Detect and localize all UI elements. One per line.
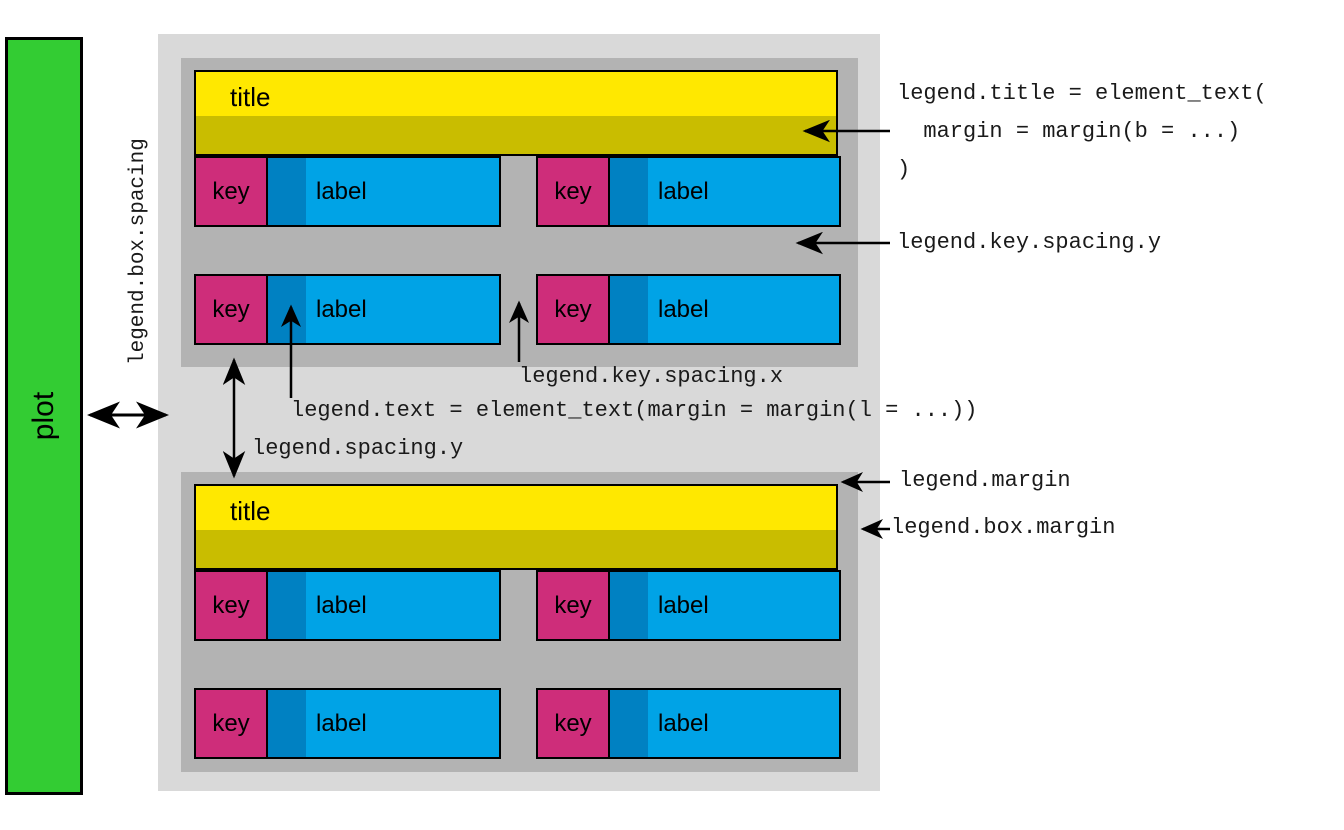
legend-label-margin bbox=[610, 276, 648, 343]
legend-key-swatch: key bbox=[538, 690, 610, 757]
legend-label-text: label bbox=[658, 177, 709, 205]
annotation-legend-key-spacing-y: legend.key.spacing.y bbox=[897, 230, 1162, 255]
annotation-legend-key-spacing-x: legend.key.spacing.x bbox=[519, 364, 784, 389]
legend-label-area: label bbox=[610, 276, 839, 343]
annotation-legend-title-line3: ) bbox=[897, 157, 911, 182]
legend-key-entry: key label bbox=[194, 274, 501, 345]
legend-title-text-2: title bbox=[230, 496, 271, 526]
legend-key-swatch: key bbox=[196, 158, 268, 225]
legend-title-text-1: title bbox=[230, 82, 271, 112]
legend-label-area: label bbox=[610, 690, 839, 757]
legend-label-area: label bbox=[268, 158, 499, 225]
annotation-legend-margin: legend.margin bbox=[899, 468, 1071, 493]
legend-key-swatch: key bbox=[196, 690, 268, 757]
legend-label-text: label bbox=[316, 709, 367, 737]
legend-box-1: title key label key bbox=[181, 58, 858, 367]
legend-label-area: label bbox=[268, 276, 499, 343]
legend-box-2: title key label key bbox=[181, 472, 858, 772]
legend-key-swatch: key bbox=[538, 276, 610, 343]
legend-key-row-2-1: key label key label bbox=[194, 570, 841, 641]
legend-label-margin bbox=[268, 158, 306, 225]
legend-label-margin bbox=[268, 690, 306, 757]
legend-key-entry: key label bbox=[536, 688, 841, 759]
annotation-legend-title-line2: margin = margin(b = ...) bbox=[897, 119, 1241, 144]
legend-key-entry: key label bbox=[194, 688, 501, 759]
legend-title-1: title bbox=[194, 70, 838, 156]
legend-key-text: key bbox=[554, 709, 592, 737]
legend-label-margin bbox=[610, 572, 648, 639]
annotation-legend-box-spacing: legend.box.spacing bbox=[127, 138, 150, 365]
legend-label-text: label bbox=[658, 295, 709, 323]
legend-title-2: title bbox=[194, 484, 838, 570]
legend-key-swatch: key bbox=[196, 276, 268, 343]
legend-key-text: key bbox=[554, 295, 592, 323]
legend-key-swatch: key bbox=[196, 572, 268, 639]
legend-key-row-2-2: key label key label bbox=[194, 688, 841, 759]
legend-key-row-1-2: key label key label bbox=[194, 274, 841, 345]
annotation-legend-text: legend.text = element_text(margin = marg… bbox=[291, 398, 978, 423]
legend-key-text: key bbox=[212, 295, 250, 323]
legend-label-margin bbox=[610, 690, 648, 757]
legend-label-text: label bbox=[316, 177, 367, 205]
legend-key-entry: key label bbox=[536, 156, 841, 227]
legend-label-area: label bbox=[610, 572, 839, 639]
legend-label-text: label bbox=[658, 709, 709, 737]
legend-label-text: label bbox=[316, 591, 367, 619]
legend-label-text: label bbox=[316, 295, 367, 323]
annotation-legend-box-margin: legend.box.margin bbox=[891, 515, 1116, 540]
legend-title-margin-2 bbox=[196, 530, 836, 568]
legend-key-text: key bbox=[212, 709, 250, 737]
legend-key-entry: key label bbox=[536, 570, 841, 641]
legend-key-entry: key label bbox=[194, 570, 501, 641]
legend-label-margin bbox=[268, 572, 306, 639]
legend-title-margin-1 bbox=[196, 116, 836, 154]
legend-key-entry: key label bbox=[194, 156, 501, 227]
annotation-legend-title-line1: legend.title = element_text( bbox=[897, 81, 1267, 106]
plot-panel: plot bbox=[5, 37, 83, 795]
annotation-legend-spacing-y: legend.spacing.y bbox=[252, 436, 464, 461]
legend-key-text: key bbox=[554, 177, 592, 205]
legend-label-margin bbox=[610, 158, 648, 225]
legend-box-2-inner: title key label key bbox=[194, 484, 841, 759]
legend-label-area: label bbox=[268, 690, 499, 757]
plot-label: plot bbox=[27, 391, 60, 441]
legend-key-row-1-1: key label key label bbox=[194, 156, 841, 227]
legend-label-text: label bbox=[658, 591, 709, 619]
legend-label-area: label bbox=[610, 158, 839, 225]
legend-key-text: key bbox=[212, 177, 250, 205]
legend-key-swatch: key bbox=[538, 158, 610, 225]
legend-key-text: key bbox=[554, 591, 592, 619]
legend-key-entry: key label bbox=[536, 274, 841, 345]
legend-key-text: key bbox=[212, 591, 250, 619]
legend-label-margin bbox=[268, 276, 306, 343]
legend-key-swatch: key bbox=[538, 572, 610, 639]
legend-label-area: label bbox=[268, 572, 499, 639]
legend-box-1-inner: title key label key bbox=[194, 70, 841, 349]
